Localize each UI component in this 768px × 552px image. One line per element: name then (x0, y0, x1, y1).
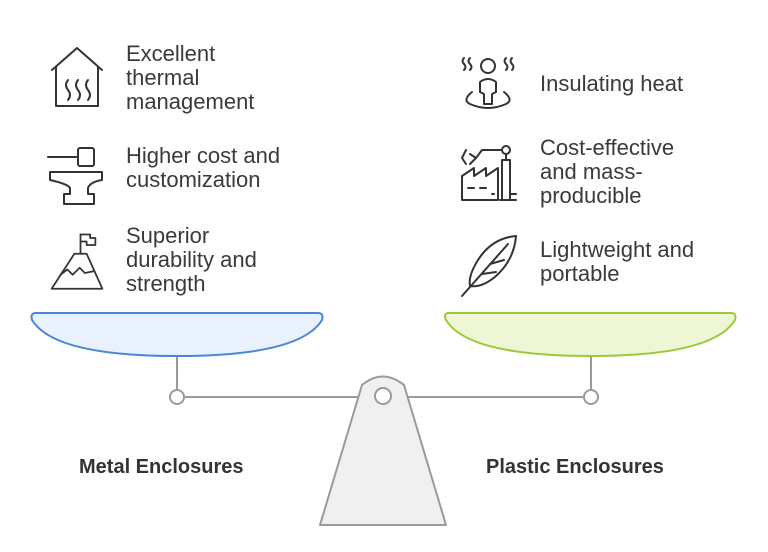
left-joint (169, 389, 185, 405)
metal-item-thermal-label: Excellent thermal management (126, 41, 255, 114)
metal-enclosures-title: Metal Enclosures (79, 456, 244, 478)
plastic-item-insulating: Insulating heat (456, 50, 683, 120)
house-heat-icon (44, 42, 110, 112)
metal-item-durability-label: Superior durability and strength (126, 223, 257, 296)
mountain-flag-icon (44, 224, 110, 294)
right-pan (444, 312, 737, 358)
metal-item-durability: Superior durability and strength (44, 224, 257, 296)
scale-fulcrum (319, 375, 447, 526)
person-heat-icon (456, 50, 522, 120)
plastic-item-insulating-label: Insulating heat (540, 71, 684, 96)
plastic-item-cost: Cost-effective and mass- producible (456, 136, 674, 208)
metal-item-thermal: Excellent thermal management (44, 42, 254, 114)
metal-item-cost: Higher cost and customization (44, 144, 280, 214)
left-pan (30, 312, 324, 358)
plastic-item-cost-label: Cost-effective and mass- producible (540, 135, 675, 208)
plastic-item-lightweight-label: Lightweight and portable (540, 237, 695, 286)
anvil-icon (44, 144, 110, 214)
factory-robot-icon (456, 136, 522, 206)
feather-icon (456, 230, 522, 300)
plastic-enclosures-title: Plastic Enclosures (486, 456, 664, 478)
right-joint (583, 389, 599, 405)
fulcrum-pivot (374, 387, 392, 405)
plastic-item-lightweight: Lightweight and portable (456, 230, 694, 300)
metal-item-cost-label: Higher cost and customization (126, 143, 281, 192)
